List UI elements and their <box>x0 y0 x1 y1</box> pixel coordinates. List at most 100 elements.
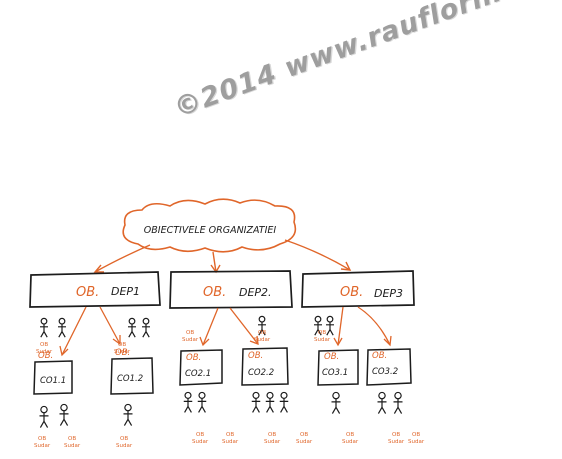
arrow-dep3-co31 <box>337 306 344 346</box>
person-icon <box>393 391 403 414</box>
person-caption-top: OB <box>40 342 48 348</box>
team-prefix: OB. <box>324 352 339 362</box>
person-caption-bottom: Sudar <box>388 439 405 445</box>
arrow-dep1-co11-head <box>59 345 69 357</box>
team-box-4: OB. CO2.2 <box>241 347 289 386</box>
person-icon <box>377 391 387 414</box>
department-box-outline <box>301 270 415 308</box>
arrow-dep2-co21-head <box>199 336 210 347</box>
team-prefix: OB. <box>186 353 201 363</box>
person-caption-top: OB <box>68 436 76 442</box>
arrow-dep1-co12-head <box>112 335 121 346</box>
person-caption-top: OB <box>268 432 276 438</box>
person-caption-bottom: Sudar <box>296 439 313 445</box>
arrow-root-dep1 <box>94 244 151 273</box>
team-name: CO3.1 <box>322 368 348 378</box>
person-caption-top: OB <box>38 436 46 442</box>
department-box-2: OB. DEP2. <box>169 270 293 309</box>
person-caption-bottom: Sudar <box>182 337 199 343</box>
person-caption-top: OB <box>186 330 194 336</box>
person-icon <box>59 403 69 426</box>
department-name: DEP2. <box>239 286 272 299</box>
root-cloud <box>122 198 297 253</box>
team-name: CO1.1 <box>40 376 66 386</box>
person-caption-bottom: Sudar <box>264 439 281 445</box>
arrow-root-dep1-head <box>93 264 104 273</box>
person-caption-top: OB <box>226 432 234 438</box>
team-prefix: OB. <box>248 351 263 361</box>
arrow-dep2-co22-head <box>249 335 259 345</box>
person-icon <box>258 315 266 336</box>
person-caption-top: OB <box>196 432 204 438</box>
department-box-1: OB. DEP1 <box>29 271 161 308</box>
person-icon <box>331 391 341 414</box>
root-arrows <box>93 239 352 274</box>
person-caption-bottom: Sudar <box>222 439 239 445</box>
person-caption-bottom: Sudar <box>34 443 51 449</box>
department-prefix: OB. <box>203 285 226 300</box>
person-caption-bottom: Sudar <box>342 439 359 445</box>
team-box-outline <box>179 349 223 386</box>
person-icon <box>40 317 48 338</box>
team-box-outline <box>317 349 359 386</box>
arrow-dep3-co31-head <box>333 337 343 347</box>
team-box-3: OB. CO2.1 <box>179 349 223 386</box>
person-icon <box>128 317 136 338</box>
person-caption-top: OB <box>346 432 354 438</box>
department-box-3: OB. DEP3 <box>301 270 415 308</box>
person-icon <box>251 391 261 413</box>
department-name: DEP1 <box>111 285 140 298</box>
team-box-6: OB. CO3.2 <box>366 348 412 386</box>
team-box-outline <box>241 347 289 386</box>
person-icon <box>314 315 322 336</box>
person-caption-top: OB <box>118 342 126 348</box>
team-box-2: OB. CO1.2 <box>110 348 154 395</box>
arrow-root-dep3-head <box>340 261 352 271</box>
team-prefix: OB. <box>372 351 387 361</box>
team-box-1: OB. CO1.1 <box>33 351 73 395</box>
person-icon <box>123 403 133 426</box>
department-name: DEP3 <box>374 287 403 300</box>
arrow-dep2-co22 <box>229 307 259 345</box>
person-caption-bottom: Sudar <box>64 443 81 449</box>
arrow-dep1-co11 <box>61 306 87 356</box>
person-caption-top: OB <box>318 330 326 336</box>
person-caption-bottom: Sudar <box>254 337 271 343</box>
people-figures: OBSudarOBSudarOBSudarOBSudarOBSudarOBSud… <box>34 315 425 449</box>
arrow-dep3-co32-head <box>383 335 392 347</box>
team-name: CO1.2 <box>117 374 143 384</box>
root-label: OBIECTIVELE ORGANIZATIEI <box>144 225 277 236</box>
person-icon <box>39 405 49 428</box>
person-icon <box>183 391 193 413</box>
person-caption-top: OB <box>392 432 400 438</box>
person-icon <box>326 315 334 336</box>
root-node: OBIECTIVELE ORGANIZATIEI <box>122 198 297 253</box>
department-prefix: OB. <box>76 285 99 300</box>
person-caption-bottom: Sudar <box>36 349 53 355</box>
person-caption-top: OB <box>120 436 128 442</box>
person-caption-bottom: Sudar <box>314 337 331 343</box>
team-name: CO3.2 <box>372 367 398 377</box>
arrow-dep1-co12 <box>99 306 121 345</box>
department-box-outline <box>169 270 293 309</box>
person-caption-top: OB <box>258 330 266 336</box>
team-name: CO2.1 <box>185 369 211 379</box>
person-icon <box>265 391 275 413</box>
arrow-dep2-co21 <box>202 307 219 346</box>
team-prefix: OB. <box>115 348 130 358</box>
person-icon <box>197 391 207 413</box>
person-caption-bottom: Sudar <box>116 443 133 449</box>
department-box-outline <box>29 271 161 308</box>
team-box-5: OB. CO3.1 <box>317 349 359 386</box>
person-caption-bottom: Sudar <box>114 349 131 355</box>
person-caption-bottom: Sudar <box>192 439 209 445</box>
department-prefix: OB. <box>340 285 363 300</box>
team-box-outline <box>110 357 154 395</box>
person-caption-top: OB <box>412 432 420 438</box>
team-box-outline <box>33 360 73 395</box>
person-caption-top: OB <box>300 432 308 438</box>
person-icon <box>142 317 150 338</box>
team-prefix: OB. <box>38 351 53 361</box>
